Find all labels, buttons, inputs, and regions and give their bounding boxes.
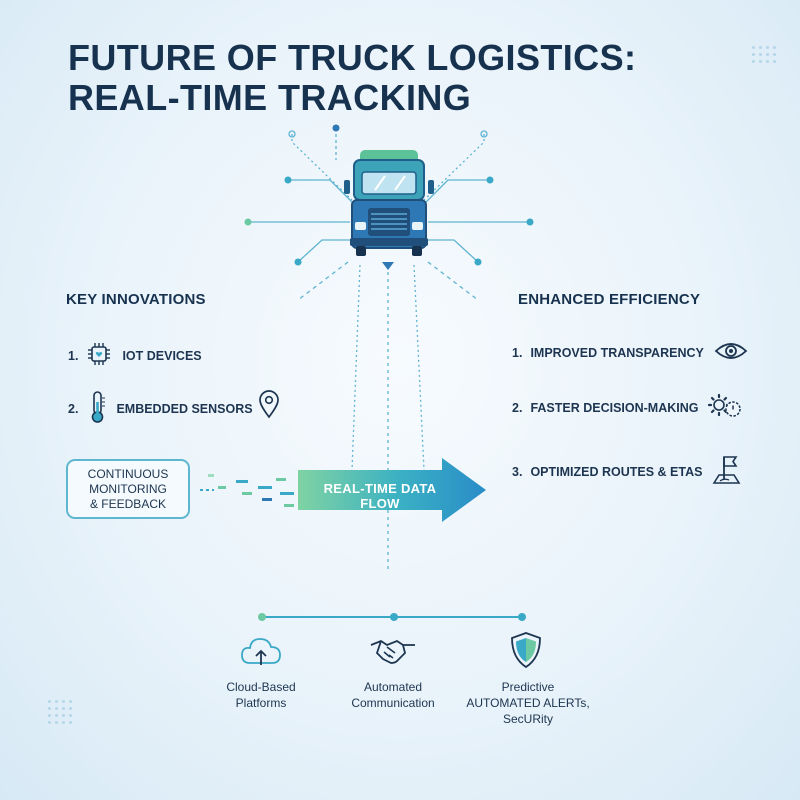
chip-icon — [86, 341, 112, 370]
feature-line-2: AUTOMATED ALERTs, SecURity — [466, 696, 590, 726]
item-label: IOT DEVICES — [122, 348, 202, 363]
handshake-icon — [369, 633, 417, 674]
location-pin-icon — [257, 389, 281, 424]
title-line-2: REAL-TIME TRACKING — [68, 77, 472, 118]
gear-clock-icon — [707, 393, 743, 422]
item-label: EMBEDDED SENSORS — [116, 401, 253, 416]
innovation-item-iot: 1. IOT DEVICES — [68, 341, 202, 370]
enhanced-efficiency-heading: ENHANCED EFFICIENCY — [518, 291, 701, 308]
feature-alerts-security: Predictive AUTOMATED ALERTs, SecURity — [440, 679, 616, 727]
decorative-dots-top — [752, 46, 776, 63]
continuous-monitoring-box: CONTINUOUS MONITORING & FEEDBACK — [66, 459, 190, 519]
feature-cloud: Cloud-Based Platforms — [196, 679, 326, 711]
decorative-dots-bottom — [48, 700, 72, 724]
connection-lines — [248, 128, 530, 570]
feature-line-1: Predictive — [501, 680, 555, 694]
item-label: IMPROVED TRANSPARENCY — [530, 345, 704, 360]
data-stream-streaks — [200, 474, 294, 507]
box-line-3: & FEEDBACK — [89, 496, 166, 511]
box-line-1: CONTINUOUS — [87, 466, 169, 481]
box-line-2: MONITORING — [89, 481, 167, 496]
feature-line-2: Communication — [351, 696, 435, 710]
key-innovations-heading: KEY INNOVATIONS — [66, 291, 206, 308]
feature-line-2: Platforms — [235, 696, 287, 710]
item-label: FASTER DECISION-MAKING — [530, 400, 699, 415]
item-label: OPTIMIZED ROUTES & ETAS — [530, 464, 703, 479]
data-flow-arrow-label: REAL-TIME DATA FLOW — [323, 481, 437, 511]
route-flag-icon — [710, 453, 742, 490]
connection-nodes — [244, 124, 534, 270]
item-number: 1. — [512, 345, 523, 360]
innovation-item-sensors: 2. EMBEDDED SENSORS — [68, 390, 253, 427]
feature-line-1: Automated — [363, 680, 423, 694]
thermometer-icon — [86, 390, 108, 427]
feature-line-1: Cloud-Based — [226, 680, 296, 694]
efficiency-item-routes: 3. OPTIMIZED ROUTES & ETAS — [512, 453, 742, 490]
shield-icon — [508, 630, 544, 675]
data-flow-arrow — [298, 458, 486, 522]
item-number: 2. — [68, 401, 79, 416]
efficiency-item-decision: 2. FASTER DECISION-MAKING — [512, 393, 743, 422]
efficiency-item-transparency: 1. IMPROVED TRANSPARENCY — [512, 340, 748, 365]
cloud-upload-icon — [239, 633, 283, 674]
item-number: 3. — [512, 464, 523, 479]
title-line-1: FUTURE OF TRUCK LOGISTICS: — [68, 37, 637, 78]
page-title: FUTURE OF TRUCK LOGISTICS: REAL-TIME TRA… — [68, 38, 636, 118]
item-number: 2. — [512, 400, 523, 415]
item-number: 1. — [68, 348, 79, 363]
truck-icon — [344, 150, 434, 256]
eye-icon — [714, 340, 748, 365]
feature-communication: Automated Communication — [326, 679, 460, 711]
bottom-timeline — [258, 613, 526, 621]
